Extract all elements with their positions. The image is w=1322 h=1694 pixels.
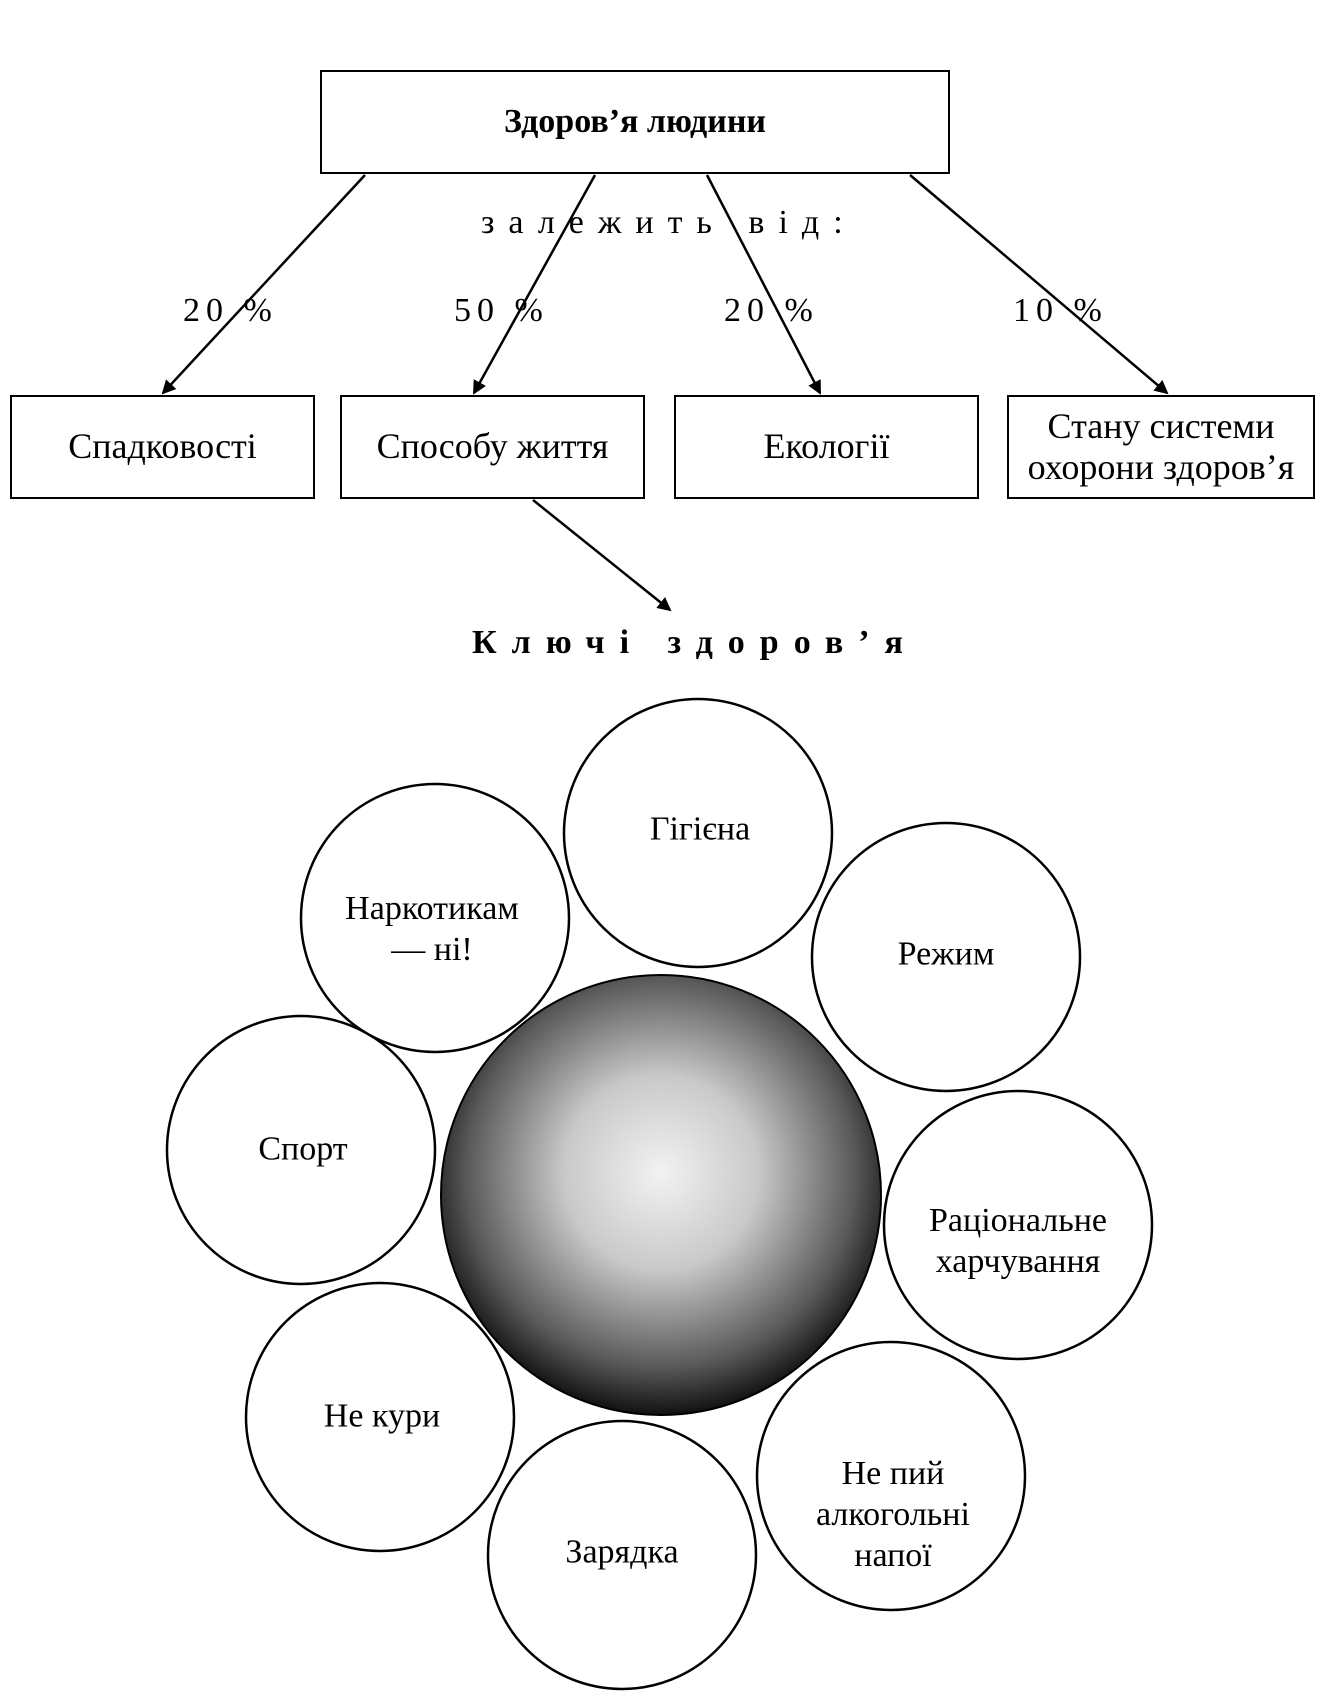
- percent-ecology: 20 %: [724, 292, 819, 329]
- factor-label-lifestyle: Способу життя: [376, 426, 609, 467]
- factor-label-ecology: Екології: [763, 426, 890, 467]
- circle-hygiene: [562, 697, 834, 969]
- key-label-no-alcohol: Не пий алкогольні напої: [816, 1454, 970, 1574]
- circle-sport: [165, 1014, 437, 1286]
- factor-label-heredity: Спадковості: [68, 426, 257, 467]
- percent-healthcare: 10 %: [1013, 292, 1108, 329]
- arrow-to-lifestyle: [472, 174, 597, 395]
- percent-heredity: 20 %: [183, 292, 278, 329]
- circle-exercise: [486, 1419, 758, 1691]
- health-title-box: Здоров’я людини: [320, 70, 950, 174]
- circle-regime: [810, 821, 1082, 1093]
- factor-box-ecology: Екології: [674, 395, 979, 499]
- circle-no-drugs: [299, 782, 571, 1054]
- key-label-nutrition: Раціональне харчування: [929, 1202, 1107, 1280]
- factor-label-healthcare: Стану системи охорони здоров’я: [1027, 405, 1295, 487]
- percent-lifestyle: 50 %: [454, 292, 549, 329]
- factor-box-healthcare: Стану системи охорони здоров’я: [1007, 395, 1315, 499]
- circle-no-smoking: [244, 1281, 516, 1553]
- arrow-to-ecology: [705, 174, 822, 395]
- health-title: Здоров’я людини: [503, 103, 767, 141]
- factor-box-lifestyle: Способу життя: [340, 395, 645, 499]
- key-label-hygiene: Гігієна: [649, 810, 751, 848]
- arrow-to-healthcare: [909, 174, 1169, 395]
- center-ball: [440, 974, 882, 1416]
- key-label-no-drugs: Наркотикам — ні!: [345, 890, 519, 968]
- key-label-sport: Спорт: [258, 1130, 348, 1168]
- key-label-regime: Режим: [897, 935, 995, 973]
- factor-box-heredity: Спадковості: [10, 395, 315, 499]
- keys-title: Ключі здоров’я: [472, 624, 918, 661]
- arrow-to-keys: [532, 499, 672, 612]
- circle-no-alcohol: [755, 1340, 1027, 1612]
- arrow-to-heredity: [161, 174, 366, 395]
- key-label-exercise: Зарядка: [565, 1533, 679, 1571]
- circle-nutrition: [882, 1089, 1154, 1361]
- key-label-no-smoking: Не кури: [323, 1397, 441, 1435]
- depends-label: залежить від:: [481, 204, 857, 241]
